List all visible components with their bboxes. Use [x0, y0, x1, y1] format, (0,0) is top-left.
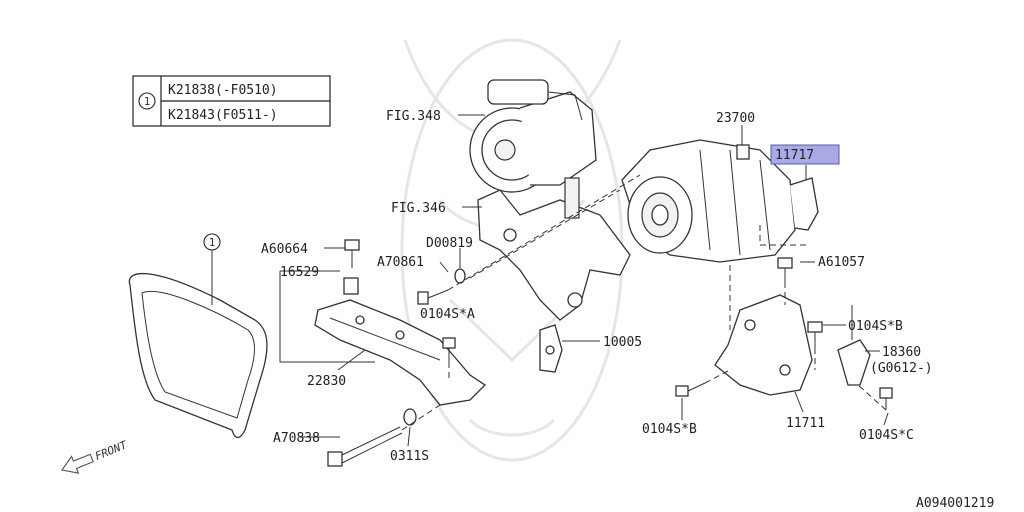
- alternator[interactable]: [621, 139, 796, 263]
- bolt-0104s-b-right[interactable]: [807, 321, 823, 348]
- washer-0311s[interactable]: [403, 408, 417, 426]
- label-a70861[interactable]: A70861: [377, 255, 424, 270]
- power-steering-pump[interactable]: [469, 79, 597, 193]
- label-g0612: (G0612-): [870, 361, 933, 376]
- v-belt[interactable]: [128, 272, 268, 439]
- legend-table: 1 K21838(-F0510) K21843(F0511-): [132, 75, 331, 127]
- label-23700[interactable]: 23700: [716, 111, 755, 126]
- front-arrow: FRONT: [61, 438, 130, 474]
- label-fig348[interactable]: FIG.348: [386, 109, 441, 124]
- bolt-0104s-c[interactable]: [879, 387, 893, 410]
- bolt-a60664[interactable]: [344, 239, 360, 268]
- legend-row-2: K21843(F0511-): [168, 108, 278, 123]
- label-16529[interactable]: 16529: [280, 265, 319, 280]
- label-a70838[interactable]: A70838: [273, 431, 320, 446]
- label-0311s[interactable]: 0311S: [390, 449, 429, 464]
- label-0104s-c[interactable]: 0104S*C: [859, 428, 914, 443]
- bracket-11711[interactable]: [714, 294, 813, 396]
- label-a61057[interactable]: A61057: [818, 255, 865, 270]
- bolt-a70861[interactable]: [417, 289, 449, 305]
- label-belt-marker[interactable]: 1: [209, 236, 216, 249]
- bolt-0104s-b-bottom[interactable]: [675, 382, 706, 397]
- label-0104s-b-bottom[interactable]: 0104S*B: [642, 422, 697, 437]
- label-22830[interactable]: 22830: [307, 374, 346, 389]
- upper-bracket[interactable]: [477, 177, 631, 321]
- legend-marker: 1: [144, 95, 151, 108]
- plate-18360[interactable]: [837, 339, 871, 386]
- bolt-0104s-a[interactable]: [442, 337, 456, 362]
- label-0104s-b-right[interactable]: 0104S*B: [848, 319, 903, 334]
- label-11711[interactable]: 11711: [786, 416, 825, 431]
- leader-lines: [211, 114, 889, 447]
- assembly-lines: [401, 174, 887, 431]
- highlight-11717[interactable]: [770, 144, 840, 165]
- washer-d00819[interactable]: [454, 268, 466, 284]
- bracket-22830[interactable]: [314, 299, 487, 406]
- label-11717[interactable]: 11717: [775, 148, 814, 163]
- label-18360[interactable]: 18360: [882, 345, 921, 360]
- bolt-a61057[interactable]: [777, 257, 793, 282]
- spacer-10005[interactable]: [539, 324, 563, 373]
- legend-row-1: K21838(-F0510): [168, 83, 278, 98]
- label-fig346[interactable]: FIG.346: [391, 201, 446, 216]
- label-10005[interactable]: 10005: [603, 335, 642, 350]
- bolt-a70838[interactable]: [327, 426, 403, 467]
- label-d00819[interactable]: D00819: [426, 236, 473, 251]
- bracket-11717[interactable]: [789, 177, 819, 231]
- belt-marker-circle: [203, 233, 221, 251]
- label-0104s-a[interactable]: 0104S*A: [420, 307, 475, 322]
- label-front: FRONT: [93, 438, 130, 463]
- diagram-id: A094001219: [916, 496, 994, 511]
- nut-16529[interactable]: [343, 277, 359, 295]
- label-a60664[interactable]: A60664: [261, 242, 308, 257]
